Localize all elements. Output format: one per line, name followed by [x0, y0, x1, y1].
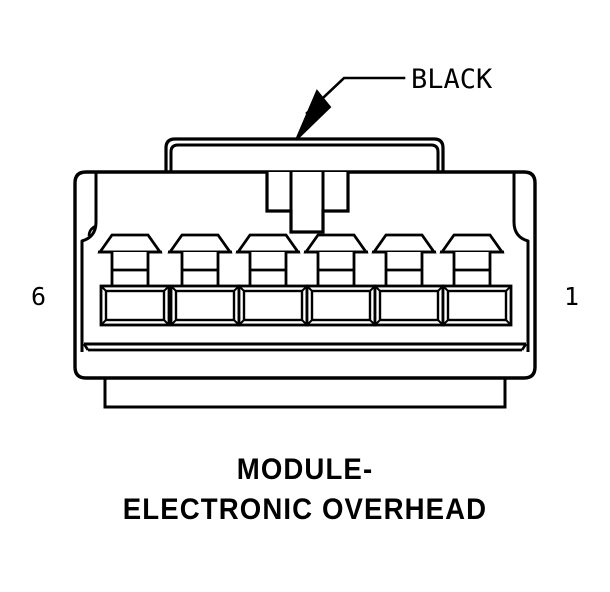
- pin-cavity: [303, 233, 377, 327]
- arrow-pointer-icon: [295, 89, 332, 141]
- latch-tab: [265, 172, 350, 234]
- connector-hood: [164, 137, 445, 172]
- caption-line-1: MODULE-: [236, 453, 374, 486]
- wire-callout-leader: [295, 76, 406, 141]
- caption: MODULE- ELECTRONIC OVERHEAD: [0, 450, 610, 530]
- pin-cavity: [235, 233, 309, 327]
- caption-line-2: ELECTRONIC OVERHEAD: [122, 493, 488, 526]
- pin-cavity: [371, 233, 445, 327]
- connector-inner-wall: [80, 172, 530, 352]
- pin-cavity: [439, 233, 513, 327]
- pin-number-right: 1: [564, 282, 580, 311]
- pin-cavity: [167, 233, 241, 327]
- connector-boot: [103, 378, 507, 409]
- pin-number-left: 6: [31, 282, 47, 311]
- pin-cavity: [97, 233, 171, 327]
- wire-color-label: BLACK: [411, 64, 493, 95]
- connector-shell: [73, 170, 537, 380]
